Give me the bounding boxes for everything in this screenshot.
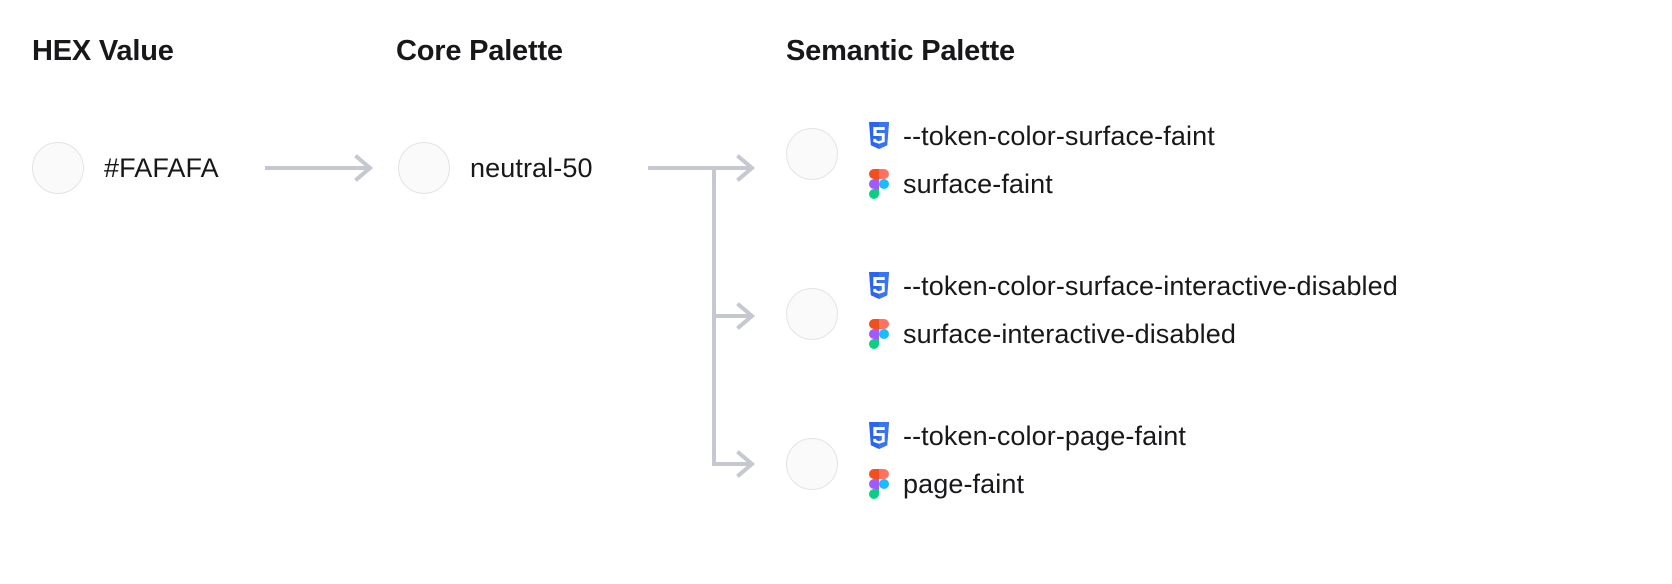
figma-token-line: surface-faint [866, 160, 1215, 208]
figma-token-line: page-faint [866, 460, 1186, 508]
color-swatch-semantic-2 [786, 438, 838, 490]
column-heading-core-palette: Core Palette [396, 35, 563, 67]
column-heading-semantic-palette: Semantic Palette [786, 35, 1015, 67]
semantic-token-row: --token-color-page-faint page-faint [866, 412, 1186, 508]
css-token-label: --token-color-surface-interactive-disabl… [903, 270, 1398, 301]
css-token-line: --token-color-surface-interactive-disabl… [866, 262, 1398, 310]
color-swatch-semantic-0 [786, 128, 838, 180]
color-swatch-hex [32, 142, 84, 194]
semantic-token-row: --token-color-surface-faint surface-fain… [866, 112, 1215, 208]
css3-icon [866, 421, 892, 451]
column-heading-hex-value: HEX Value [32, 35, 174, 67]
core-palette-value-label: neutral-50 [470, 153, 593, 183]
figma-token-label: surface-faint [903, 168, 1053, 199]
figma-token-label: page-faint [903, 468, 1025, 499]
semantic-token-row: --token-color-surface-interactive-disabl… [866, 262, 1398, 358]
branch-connector-core-to-semantic-icon [648, 154, 756, 478]
arrow-hex-to-core-icon [265, 154, 374, 182]
css-token-label: --token-color-page-faint [903, 420, 1187, 451]
figma-icon [866, 169, 892, 199]
css-token-label: --token-color-surface-faint [903, 120, 1215, 151]
figma-token-label: surface-interactive-disabled [903, 318, 1236, 349]
figma-token-line: surface-interactive-disabled [866, 310, 1398, 358]
figma-icon [866, 469, 892, 499]
hex-value-label: #FAFAFA [104, 153, 219, 183]
figma-icon [866, 319, 892, 349]
css3-icon [866, 121, 892, 151]
color-swatch-core [398, 142, 450, 194]
css3-icon [866, 271, 892, 301]
css-token-line: --token-color-surface-faint [866, 112, 1215, 160]
css-token-line: --token-color-page-faint [866, 412, 1186, 460]
color-swatch-semantic-1 [786, 288, 838, 340]
